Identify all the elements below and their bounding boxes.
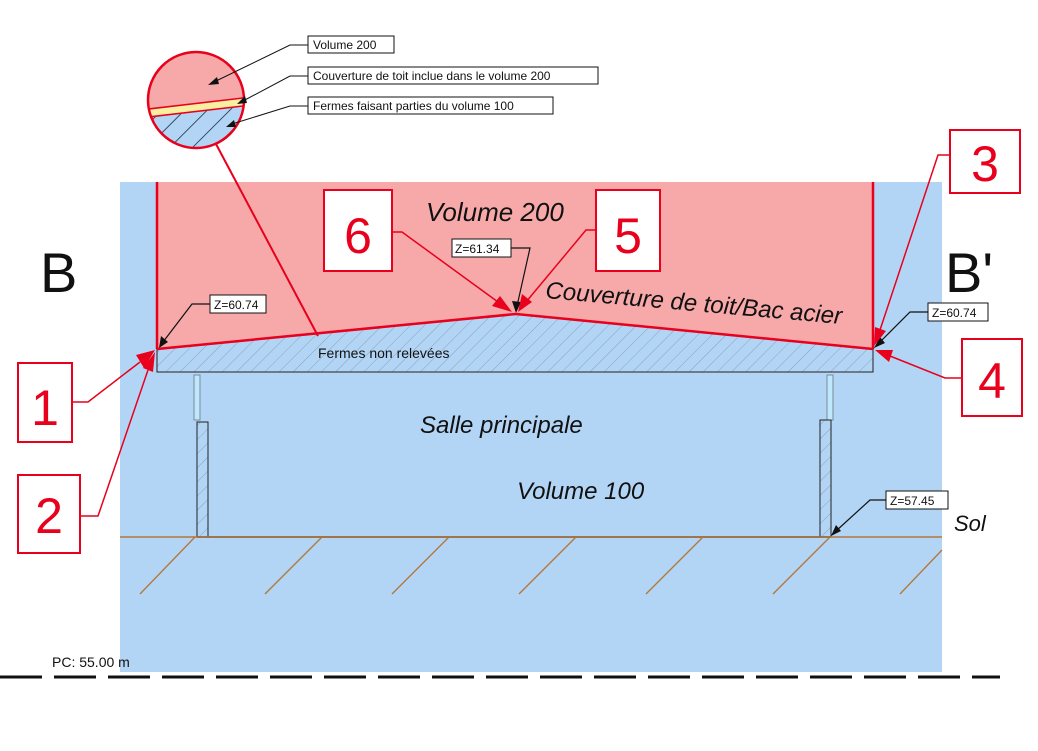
svg-text:1: 1 (31, 380, 59, 436)
svg-text:Volume 200: Volume 200 (313, 38, 377, 52)
legend-item-volume-200: Volume 200 (208, 35, 395, 85)
volume-100-label: Volume 100 (517, 478, 645, 505)
callout-1: 1 (17, 350, 155, 443)
ground-label: Sol (954, 511, 987, 536)
callout-3: 3 (874, 129, 1021, 346)
svg-text:5: 5 (614, 208, 642, 264)
elevation-tag-right-eave: Z=60.74 (874, 302, 989, 348)
roof-line (156, 312, 874, 351)
volume-200-label: Volume 200 (426, 197, 564, 227)
reference-plane-label: PC: 55.00 m (52, 654, 130, 670)
elevation-tag-ridge: Z=61.34 (451, 238, 531, 313)
column-left (196, 421, 209, 538)
section-letter-left: B (40, 241, 77, 304)
svg-text:Fermes faisant parties du volu: Fermes faisant parties du volume 100 (313, 99, 514, 113)
svg-text:Couverture de toit inclue dans: Couverture de toit inclue dans le volume… (313, 69, 551, 83)
callout-2: 2 (17, 352, 155, 554)
svg-text:Z=57.45: Z=57.45 (890, 494, 935, 508)
elevation-tag-left-eave: Z=60.74 (159, 294, 267, 348)
svg-text:6: 6 (344, 208, 372, 264)
elevation-tag-floor: Z=57.45 (831, 490, 949, 536)
svg-text:Z=60.74: Z=60.74 (932, 306, 977, 320)
column-left-upper (193, 374, 201, 421)
svg-text:Z=61.34: Z=61.34 (455, 242, 500, 256)
callout-4: 4 (875, 338, 1023, 417)
svg-text:2: 2 (35, 488, 63, 544)
ground-hatch (139, 536, 943, 595)
svg-text:3: 3 (971, 136, 999, 192)
callout-6: 6 (323, 189, 512, 312)
column-right-upper (826, 374, 834, 421)
truss-label: Fermes non relevées (318, 345, 450, 361)
legend-item-trusses: Fermes faisant parties du volume 100 (226, 96, 554, 127)
svg-text:Z=60.74: Z=60.74 (214, 298, 259, 312)
room-label: Salle principale (420, 412, 583, 439)
section-letter-right: B' (945, 241, 993, 304)
legend-item-roof-covering: Couverture de toit inclue dans le volume… (237, 66, 599, 104)
legend: Volume 200 Couverture de toit inclue dan… (208, 35, 599, 127)
callout-5: 5 (518, 189, 661, 312)
svg-text:4: 4 (978, 353, 1006, 409)
detail-leader (215, 143, 319, 337)
column-right (819, 419, 832, 538)
